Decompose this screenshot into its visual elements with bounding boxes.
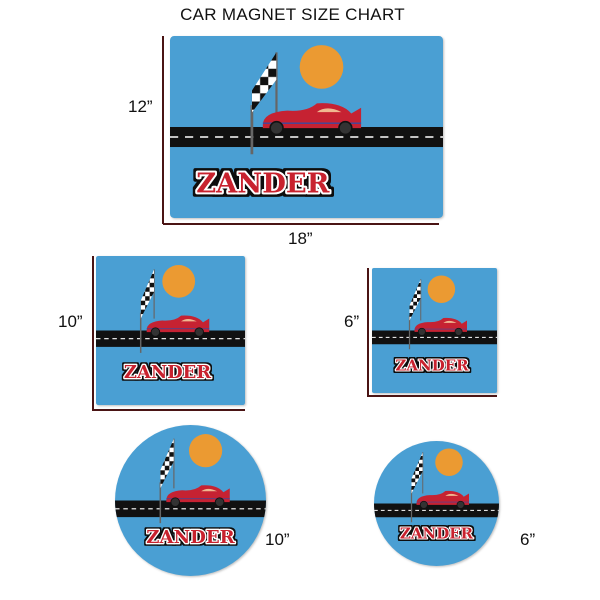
checkered-flag-icon — [159, 438, 175, 524]
magnet-6-circle: ZANDER — [374, 441, 499, 566]
magnet-10-circle: ZANDER — [115, 425, 266, 576]
dimension-line-width — [163, 223, 439, 225]
checkered-flag-icon — [408, 279, 422, 350]
name-text: ZANDER — [400, 525, 474, 543]
sun-icon — [162, 264, 196, 298]
name-text: ZANDER — [146, 527, 235, 548]
race-car-icon — [262, 103, 362, 136]
magnet-18x12-rectangle: ZANDER — [170, 36, 443, 218]
checkered-flag-icon — [250, 52, 278, 155]
magnet-10-square: ZANDER — [96, 256, 245, 405]
sun-icon — [299, 45, 344, 89]
width-label-18: 18” — [288, 229, 313, 248]
sun-icon — [188, 434, 223, 468]
race-car-icon — [414, 317, 467, 336]
name-text: ZANDER — [124, 362, 211, 383]
dimension-line-small-horizontal — [367, 395, 497, 397]
sun-icon — [435, 448, 463, 476]
height-label-12: 12” — [128, 97, 153, 116]
name-text: ZANDER — [196, 168, 330, 200]
magnet-6-square: ZANDER — [372, 268, 497, 393]
size-label-10-square: 10” — [58, 312, 83, 331]
name-text: ZANDER — [395, 357, 469, 375]
sun-icon — [427, 275, 456, 303]
race-car-icon — [416, 490, 469, 509]
size-label-6-circle: 6” — [520, 530, 536, 549]
size-label-10-circle: 10” — [265, 530, 290, 549]
dimension-line-medium-vertical — [92, 256, 94, 411]
checkered-flag-icon — [410, 452, 424, 523]
dimension-line-height — [162, 36, 164, 224]
dimension-line-medium-horizontal — [92, 409, 245, 411]
checkered-flag-icon — [139, 269, 155, 353]
race-car-icon — [166, 485, 230, 507]
chart-title: CAR MAGNET SIZE CHART — [180, 5, 405, 24]
dimension-line-small-vertical — [367, 268, 369, 397]
size-label-6-square: 6” — [344, 312, 360, 331]
race-car-icon — [146, 315, 210, 337]
